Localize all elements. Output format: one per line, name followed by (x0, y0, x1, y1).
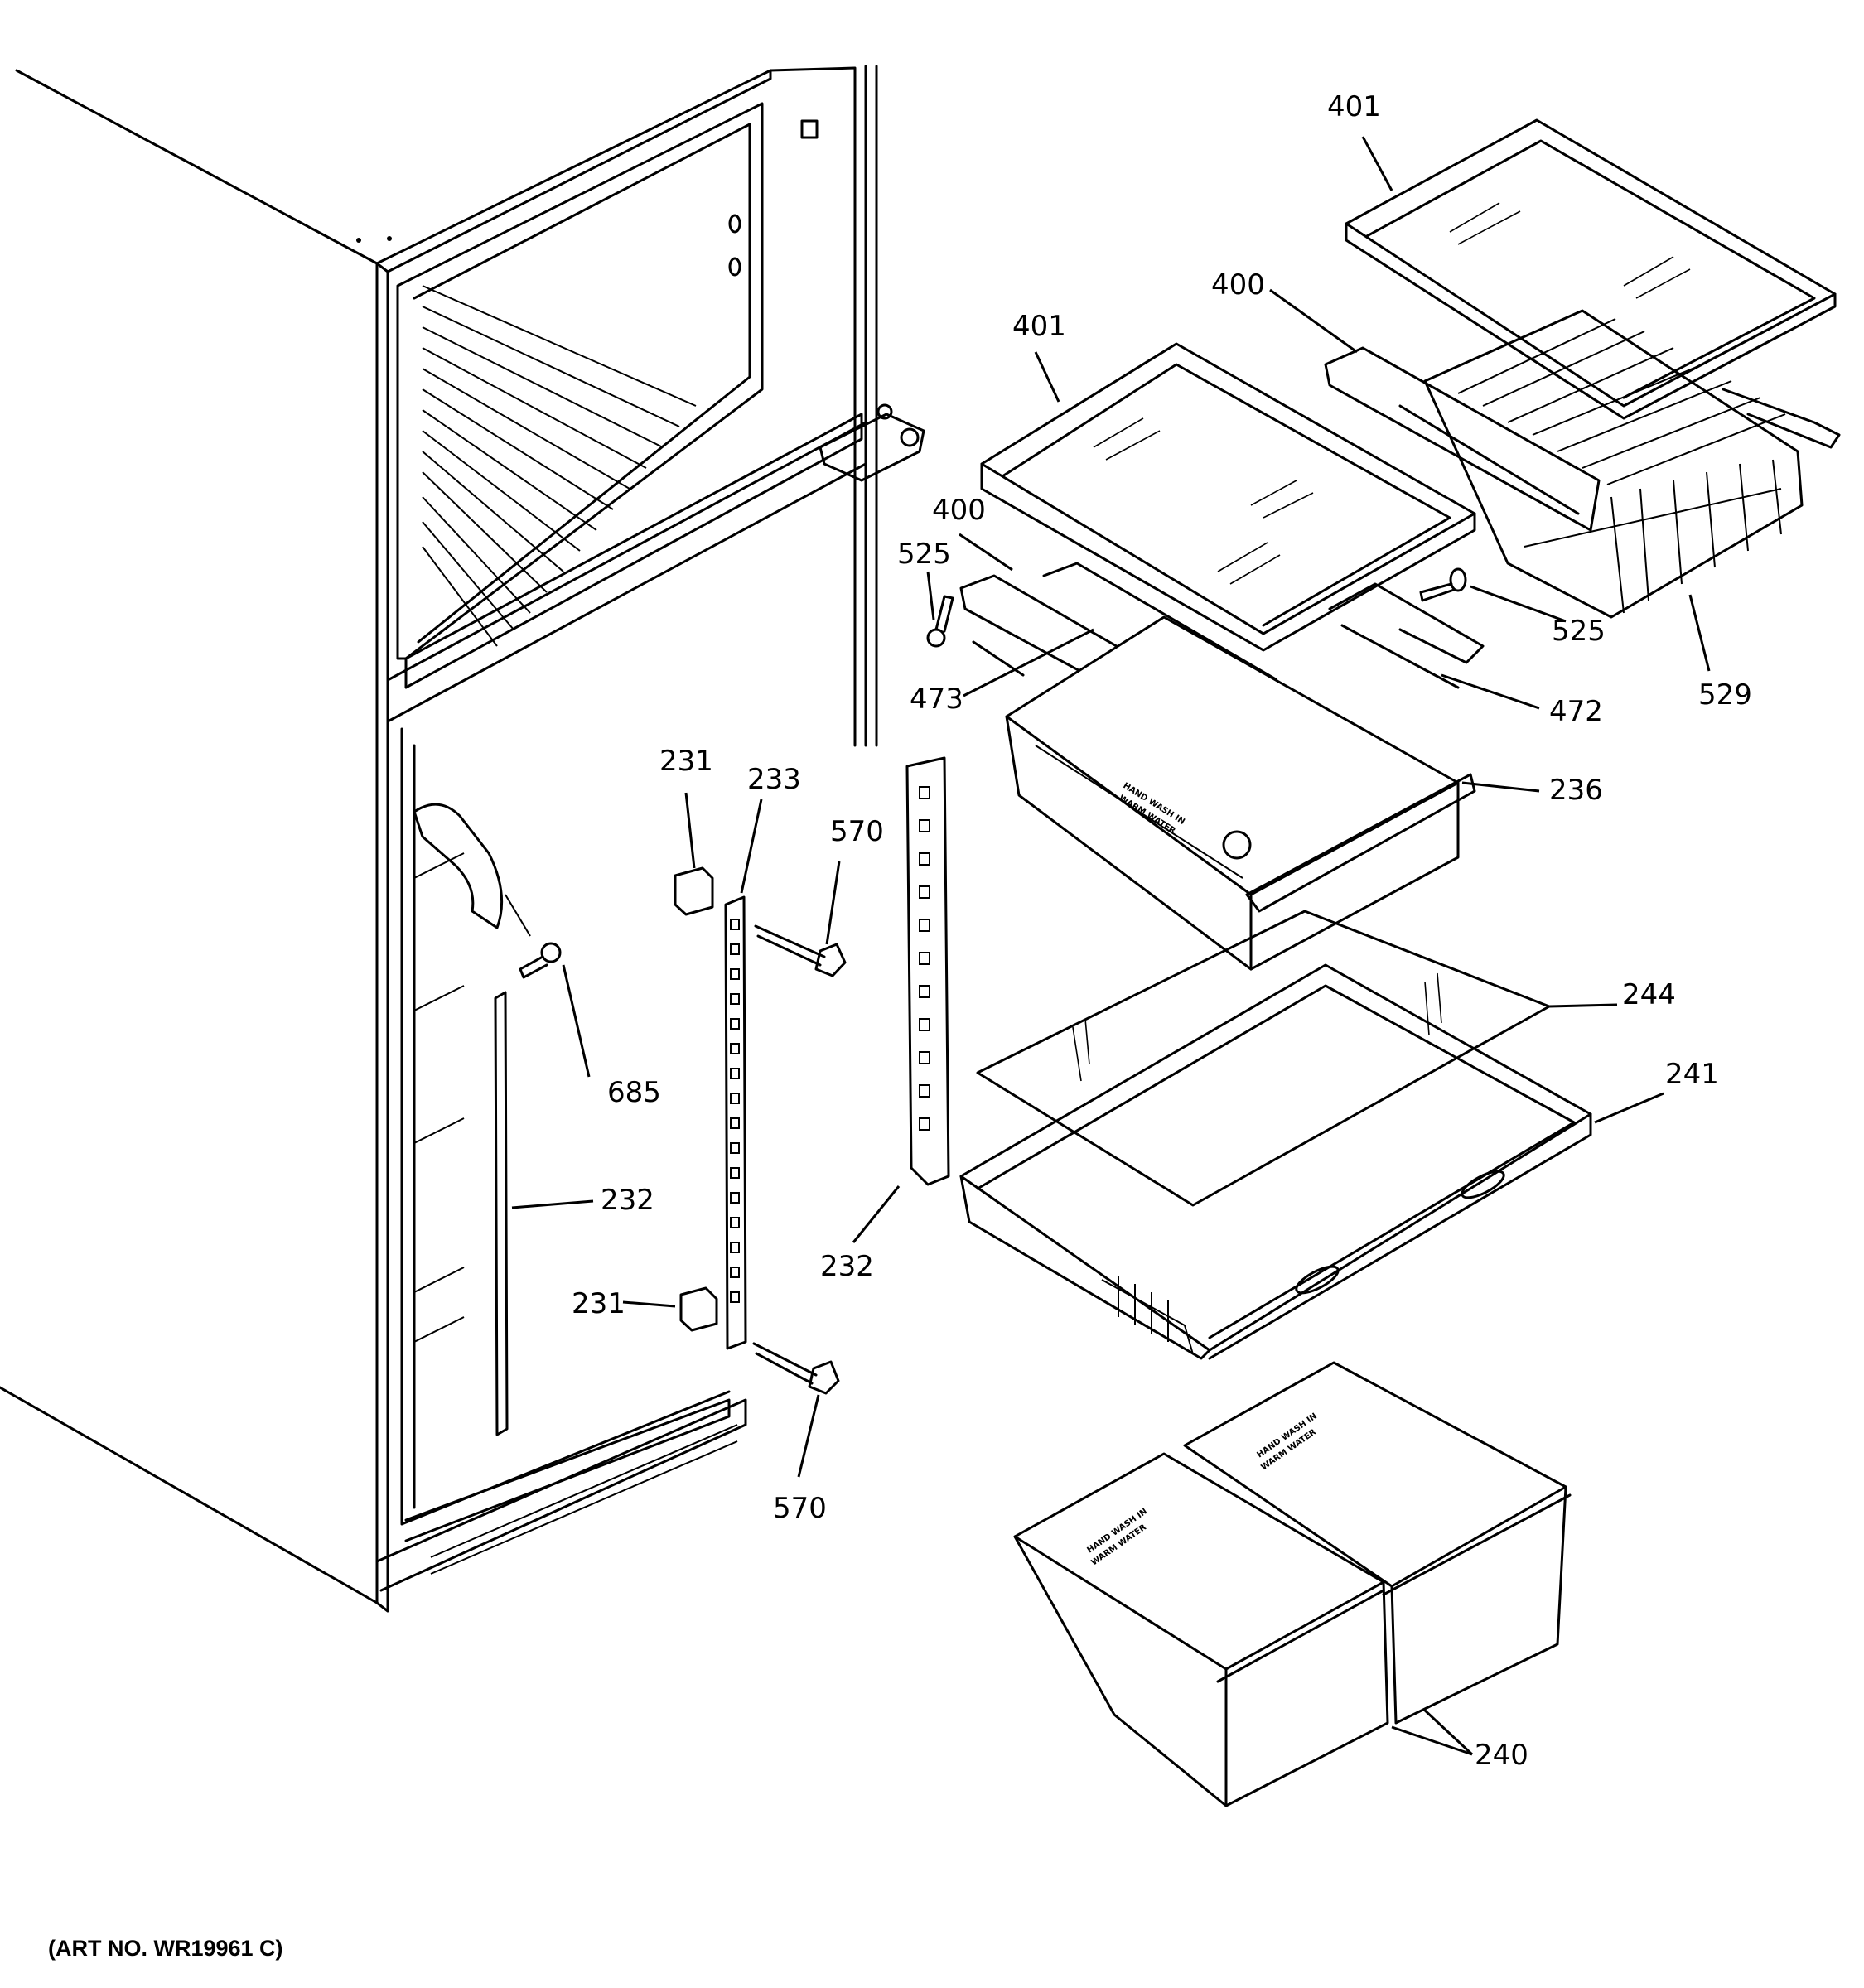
callout-400-upper: 400 (1211, 268, 1265, 302)
screw-570-top (754, 924, 847, 977)
leader-lines (511, 136, 1711, 1756)
callout-570-top: 570 (830, 815, 884, 848)
callout-685: 685 (607, 1076, 661, 1109)
shelf-401-upper (1345, 118, 1837, 420)
callout-401-upper: 401 (1327, 90, 1381, 123)
wire-shelf-529 (1423, 309, 1804, 619)
channel-472 (1328, 582, 1485, 689)
bin-240-left: HAND WASH IN WARM WATER (1013, 1452, 1389, 1807)
rail-232-right (905, 756, 950, 1186)
clip-231-bottom (679, 1286, 718, 1332)
shelf-401-middle (980, 342, 1476, 652)
callout-400-middle: 400 (932, 494, 986, 527)
callout-244: 244 (1622, 978, 1676, 1011)
screw-570-bottom (752, 1342, 840, 1395)
callout-401-middle: 401 (1012, 310, 1066, 343)
callout-241: 241 (1665, 1058, 1719, 1091)
rail-232-left (494, 991, 509, 1436)
callout-525-right: 525 (1552, 615, 1606, 648)
callout-472: 472 (1549, 695, 1603, 728)
callout-473: 473 (910, 683, 963, 716)
callout-240: 240 (1475, 1739, 1528, 1772)
callout-232-left: 232 (601, 1184, 654, 1217)
refrigerator-cabinet (0, 65, 925, 1613)
bin-240-right: HAND WASH IN WARM WATER (1183, 1361, 1572, 1725)
frame-241 (959, 963, 1592, 1360)
callout-233: 233 (747, 763, 801, 796)
callout-570-bottom: 570 (773, 1492, 827, 1525)
callout-529: 529 (1698, 678, 1752, 712)
screw-525-right (1419, 567, 1467, 602)
callout-232-right: 232 (820, 1250, 874, 1283)
callout-525-left: 525 (897, 538, 951, 571)
glass-cover-244 (976, 910, 1551, 1207)
screw-685 (519, 942, 562, 979)
callout-labels: 401 400 401 400 525 525 473 472 529 236 … (572, 90, 1752, 1772)
callout-231-top: 231 (659, 745, 713, 778)
art-number: (ART NO. WR19961 C) (48, 1936, 283, 1961)
callout-231-bottom: 231 (572, 1287, 625, 1320)
callout-236: 236 (1549, 774, 1603, 807)
screw-525-left (926, 595, 954, 648)
rail-233 (724, 895, 747, 1350)
clip-231-top (674, 866, 714, 916)
